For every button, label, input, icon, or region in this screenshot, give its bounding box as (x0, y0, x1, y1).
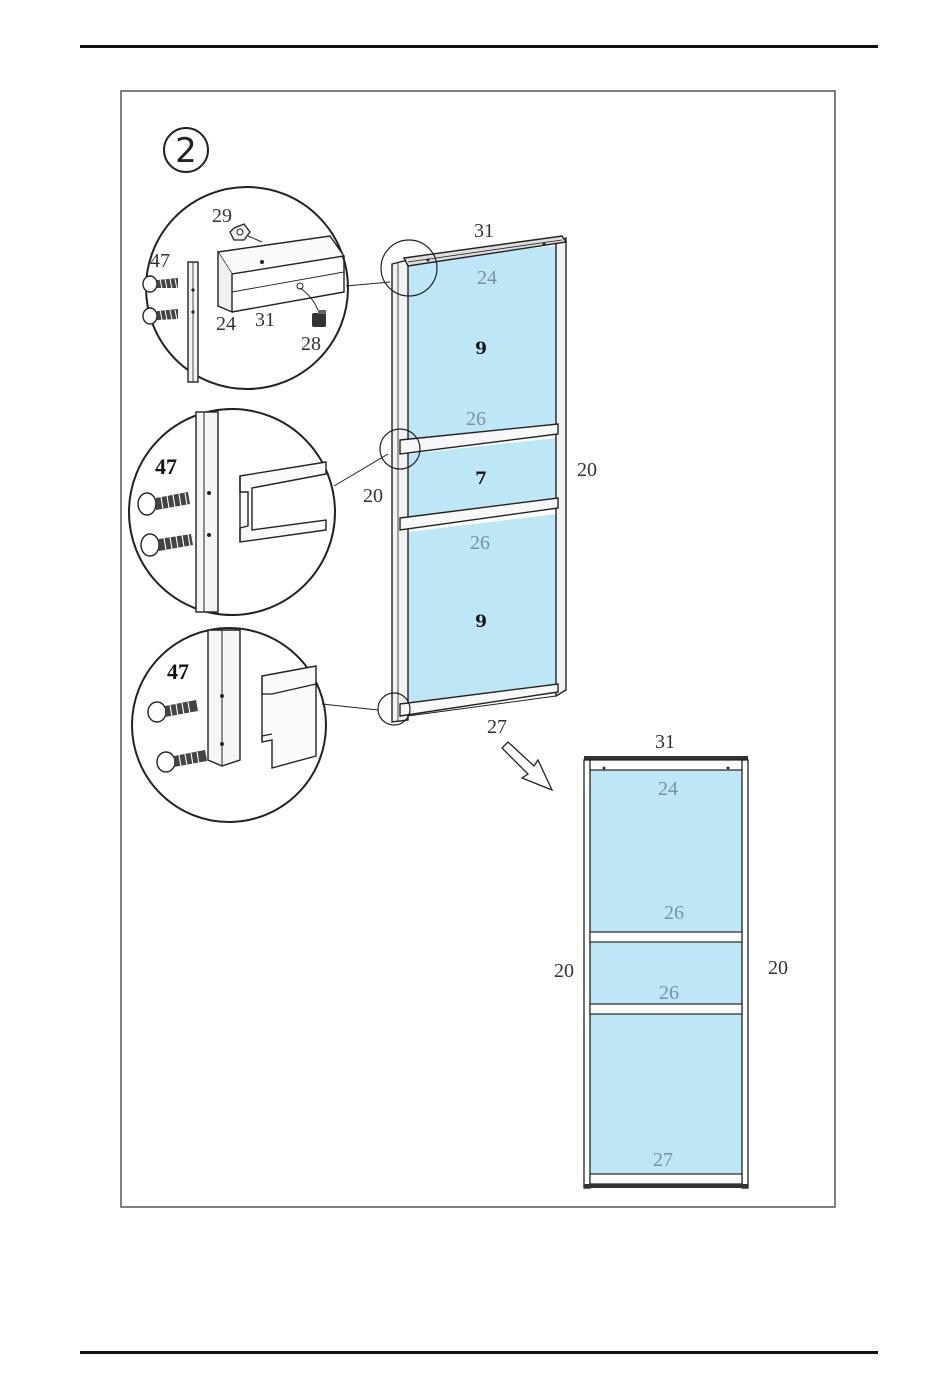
leader-line (322, 704, 378, 710)
part-label-47: 47 (150, 250, 170, 272)
result-label-top-rail: 31 (655, 731, 675, 753)
result-label-lower-divider: 26 (659, 982, 679, 1004)
result-label-top-profile: 24 (658, 778, 678, 800)
result-upper-divider (590, 932, 742, 942)
leader-line (334, 454, 388, 486)
part-label-31: 31 (255, 309, 275, 331)
label-top-profile: 24 (477, 267, 497, 289)
direction-arrow-icon (502, 742, 552, 790)
label-upper-divider: 26 (466, 408, 486, 430)
main-assembly: 31 24 9 26 7 26 9 20 20 27 (363, 220, 597, 738)
step-number: 2 (175, 131, 197, 171)
label-left-post: 20 (363, 485, 383, 507)
detail-bottom-view: 47 (132, 628, 326, 822)
part-label-29: 29 (212, 205, 232, 227)
label-lower-divider: 26 (470, 532, 490, 554)
label-upper-panel: 9 (475, 339, 487, 359)
part-label-24: 24 (216, 313, 236, 335)
label-lower-panel: 9 (475, 612, 487, 632)
result-label-left-post: 20 (554, 960, 574, 982)
detail-top-view: 29 47 24 31 28 (143, 187, 348, 389)
label-middle-panel: 7 (475, 469, 487, 489)
result-label-right-post: 20 (768, 957, 788, 979)
label-bottom-rail: 27 (487, 716, 507, 738)
label-top-rail: 31 (474, 220, 494, 242)
leader-line (346, 282, 390, 286)
right-post (556, 238, 566, 696)
part-label-47: 47 (167, 659, 189, 684)
label-right-post: 20 (577, 459, 597, 481)
step-badge: 2 (164, 128, 208, 172)
result-assembly: 31 24 26 26 20 20 27 (554, 731, 788, 1188)
result-label-upper-divider: 26 (664, 902, 684, 924)
result-label-bottom-rail: 27 (653, 1149, 673, 1171)
result-lower-divider (590, 1004, 742, 1014)
part-label-28: 28 (301, 333, 321, 355)
detail-middle-view: 47 (129, 409, 335, 615)
part-label-47: 47 (155, 454, 177, 479)
result-bottom-rail (590, 1174, 742, 1184)
left-post (392, 260, 408, 722)
